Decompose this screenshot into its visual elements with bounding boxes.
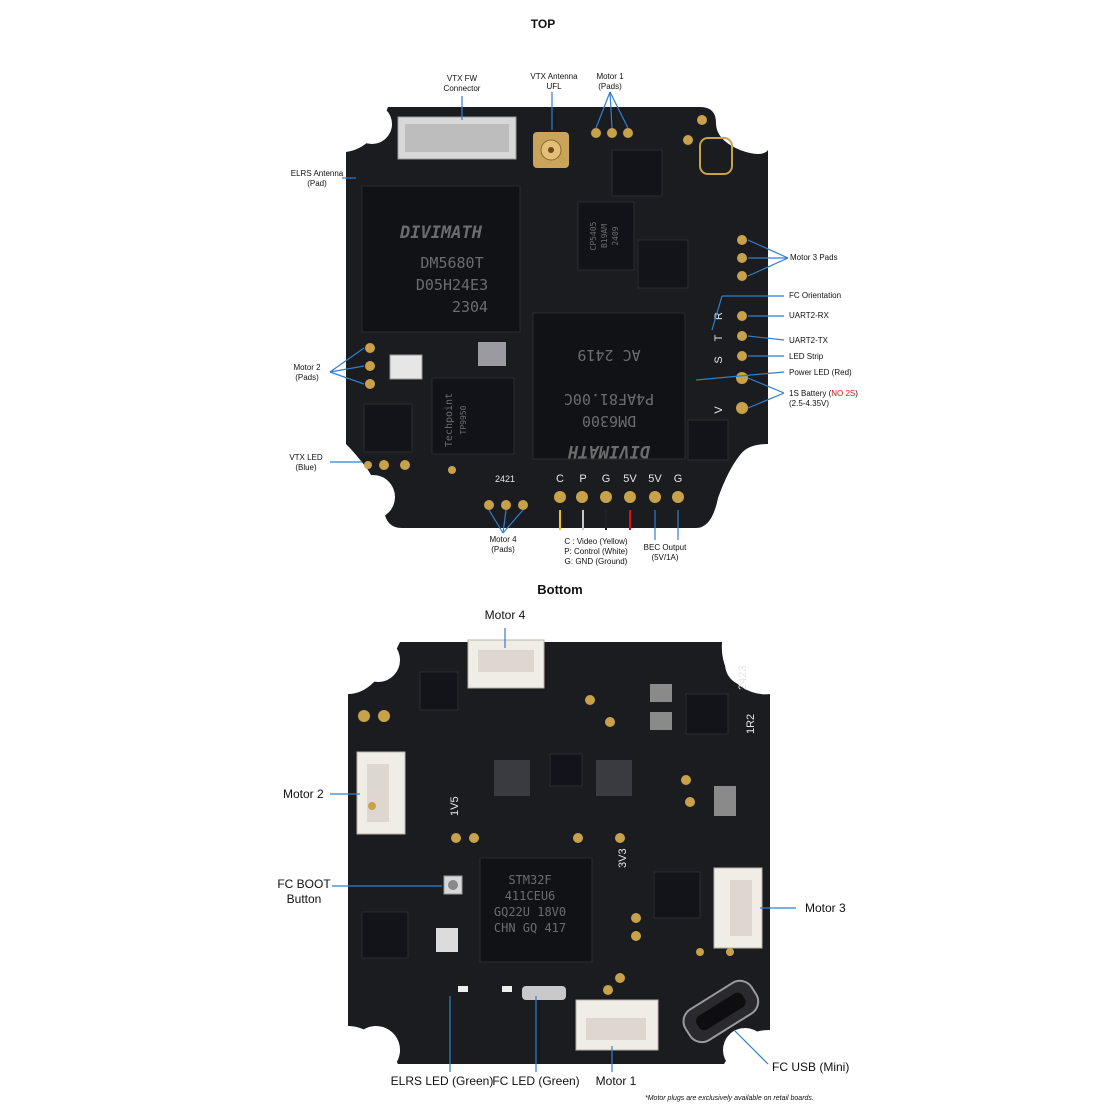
- side-label-r: R: [713, 312, 725, 320]
- bottom-board: STM32F 411CEU6 GQ22U 18V0 CHN GQ 417: [330, 628, 796, 1074]
- label-motor3-pads: Motor 3 Pads: [790, 253, 838, 262]
- elrs-led: [458, 986, 468, 992]
- fc-led: [502, 986, 512, 992]
- side-label-s: S: [713, 356, 725, 363]
- chip-dm5680t-model: DM5680T: [420, 254, 483, 272]
- chip-cp5405-model: CP5405: [589, 221, 598, 250]
- side-label-v: V: [713, 406, 725, 414]
- chip-tp9950-model: TP9950: [459, 405, 468, 434]
- label-fc-boot: FC BOOT Button: [277, 877, 331, 906]
- bottom-crystal: [436, 928, 458, 952]
- battery-warning: NO 2S: [831, 389, 856, 398]
- top-notch-br: [720, 475, 764, 519]
- silk-3v3: 3V3: [617, 848, 629, 868]
- label-uart2-rx: UART2-RX: [789, 311, 829, 320]
- label-motor1: Motor 1: [595, 1074, 637, 1088]
- bottom-pads: [358, 695, 734, 995]
- chip-dm6300-model: DM6300: [582, 412, 636, 430]
- usb-connector: [682, 979, 760, 1044]
- label-bec-output: BEC Output (5V/1A): [643, 543, 687, 562]
- chip-tp9950-brand: Techpoint: [444, 393, 455, 447]
- bottom-notch-tl: [356, 638, 400, 682]
- footnote: *Motor plugs are exclusively available o…: [645, 1095, 814, 1102]
- pin-label-c: C: [556, 473, 564, 485]
- top-notch-tl: [352, 104, 392, 144]
- label-led-strip: LED Strip: [789, 352, 824, 361]
- side-label-t: T: [713, 334, 725, 341]
- silk-1v5: 1V5: [449, 796, 461, 816]
- top-notch-bl: [351, 475, 395, 519]
- label-motor1-pads: Motor 1 (Pads): [596, 72, 624, 91]
- label-vtx-led: VTX LED (Blue): [289, 453, 323, 472]
- top-notch-tr: [725, 107, 765, 147]
- pin-label-p: P: [579, 473, 586, 485]
- mcu-line2: 411CEU6: [505, 889, 556, 903]
- label-fc-orientation: FC Orientation: [789, 291, 842, 300]
- pin-label-5v-2: 5V: [648, 473, 662, 485]
- mcu-line3: GQ22U 18V0: [494, 905, 566, 919]
- bottom-notch-bl: [352, 1026, 400, 1074]
- label-elrs-antenna: ELRS Antenna (Pad): [290, 169, 344, 188]
- pin-label-g-2: G: [674, 473, 683, 485]
- top-pads: [364, 115, 748, 510]
- label-motor4: Motor 4: [484, 608, 526, 622]
- top-title: TOP: [530, 17, 556, 31]
- chip-dm5680t: [361, 185, 521, 333]
- label-fc-led: FC LED (Green): [492, 1074, 580, 1088]
- label-motor2-pads: Motor 2 (Pads): [293, 363, 321, 382]
- silk-1r2: 1R2: [745, 714, 757, 734]
- mcu-line1: STM32F: [508, 873, 551, 887]
- label-vtx-fw-connector: VTX FW Connector: [443, 74, 481, 93]
- bottom-pcb-outline: [348, 642, 770, 1064]
- crystal: [389, 354, 423, 380]
- chip-dm6300-date: AC 2419: [577, 346, 640, 364]
- bottom-title: Bottom: [537, 582, 583, 597]
- label-1s-battery: 1S Battery (NO 2S) (2.5-4.35V): [789, 389, 858, 408]
- silk-2423: 2423: [737, 666, 749, 690]
- motor4-silk: 2421: [495, 474, 515, 484]
- top-board: DIVIMATH DM5680T D05H24E3 2304 DIVIMATH …: [329, 91, 789, 540]
- label-uart2-tx: UART2-TX: [789, 336, 828, 345]
- label-power-led: Power LED (Red): [789, 368, 852, 377]
- bottom-notch-br: [723, 1028, 767, 1072]
- top-leader-lines: [329, 91, 789, 540]
- bottom-leader-lines: [330, 628, 796, 1072]
- label-motor4-pads: Motor 4 (Pads): [489, 535, 517, 554]
- mcu-line4: CHN GQ 417: [494, 921, 566, 935]
- bottom-notch-tr: [725, 642, 769, 686]
- label-video-legend: C : Video (Yellow) P: Control (White) G:…: [564, 537, 628, 566]
- chip-dm6300-lot: P4AF81.00C: [564, 390, 654, 408]
- pin-label-5v-1: 5V: [623, 473, 637, 485]
- mcu-chip: [479, 857, 593, 963]
- chip-tp9950: [431, 377, 515, 455]
- chip-cp5405-lot: B19AM: [600, 224, 609, 248]
- label-motor2: Motor 2: [283, 787, 324, 801]
- label-fc-usb: FC USB (Mini): [772, 1060, 850, 1074]
- chip-dm5680t-brand: DIVIMATH: [399, 223, 483, 243]
- chip-dm5680t-date: 2304: [452, 298, 488, 316]
- chip-cp5405: [577, 201, 635, 271]
- label-elrs-led: ELRS LED (Green): [390, 1074, 494, 1088]
- pin-label-g: G: [602, 473, 611, 485]
- label-vtx-antenna-ufl: VTX Antenna UFL: [530, 72, 578, 91]
- chip-cp5405-date: 2409: [611, 226, 620, 245]
- label-motor3: Motor 3: [805, 901, 846, 915]
- chip-dm5680t-lot: D05H24E3: [416, 276, 488, 294]
- chip-dm6300-brand: DIVIMATH: [567, 441, 651, 461]
- chip-dm6300: [532, 312, 686, 460]
